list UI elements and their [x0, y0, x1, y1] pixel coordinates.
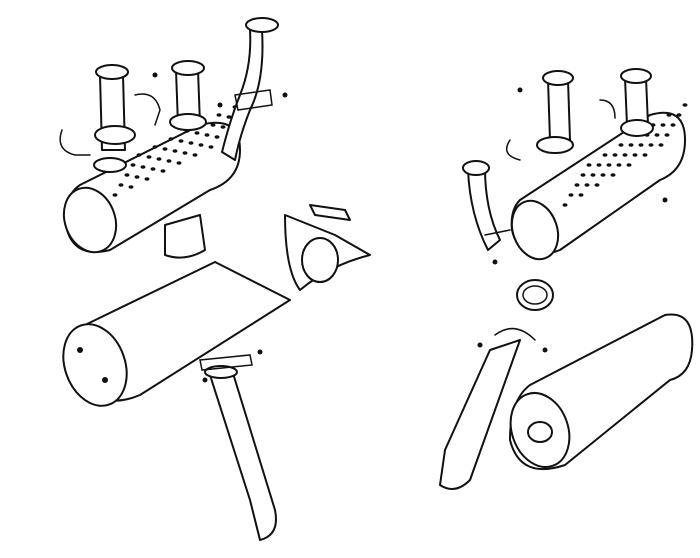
perforation-hole	[176, 161, 182, 165]
perforation-hole	[214, 135, 220, 139]
perforation-hole	[638, 143, 644, 147]
left-top-muffler	[62, 105, 241, 254]
left-connector-pipe	[164, 214, 206, 259]
perforation-hole	[616, 163, 622, 167]
right-outlet-tailpipe	[439, 327, 548, 490]
perforation-hole	[134, 175, 140, 179]
right-assembly	[439, 68, 694, 490]
perforation-hole	[618, 143, 624, 147]
perforation-hole	[610, 173, 616, 177]
perforation-hole	[648, 143, 654, 147]
right-bottom-muffler	[509, 313, 694, 470]
perforation-hole	[578, 193, 584, 197]
perforation-hole	[594, 183, 600, 187]
perforation-hole	[670, 123, 676, 127]
perforation-hole	[568, 193, 574, 197]
left-outlet-tailpipe	[199, 349, 277, 541]
perforation-hole	[590, 173, 596, 177]
perforation-hole	[682, 103, 688, 107]
perforation-hole	[118, 183, 124, 187]
perforation-hole	[150, 167, 156, 171]
perforation-hole	[152, 145, 158, 149]
perforation-hole	[208, 145, 214, 149]
perforation-hole	[146, 155, 152, 159]
perforation-hole	[172, 149, 178, 153]
perforation-hole	[606, 163, 612, 167]
perforation-hole	[156, 157, 162, 161]
perforation-hole	[216, 113, 222, 117]
perforation-hole	[210, 123, 216, 127]
left-inlet-pipes	[93, 17, 279, 173]
perforation-hole	[178, 139, 184, 143]
perforation-hole	[642, 153, 648, 157]
left-clamps	[59, 72, 288, 156]
perforation-hole	[130, 163, 136, 167]
perforation-hole	[112, 193, 118, 197]
perforation-hole	[220, 125, 226, 129]
perforation-hole	[628, 143, 634, 147]
left-assembly	[59, 17, 371, 541]
perforation-hole	[626, 163, 632, 167]
perforation-hole	[586, 163, 592, 167]
perforation-hole	[676, 113, 682, 117]
perforation-hole	[584, 183, 590, 187]
perforation-hole	[632, 153, 638, 157]
perforation-hole	[188, 141, 194, 145]
left-bottom-muffler	[62, 261, 291, 407]
perforation-hole	[168, 137, 174, 141]
perforation-hole	[580, 173, 586, 177]
right-clamps	[484, 87, 668, 265]
perforation-hole	[574, 183, 580, 187]
perforation-hole	[140, 165, 146, 169]
perforation-hole	[612, 153, 618, 157]
right-gasket-ring	[516, 279, 554, 311]
perforation-hole	[562, 203, 568, 207]
perforation-hole	[204, 133, 210, 137]
perforation-hole	[602, 153, 608, 157]
perforation-hole	[192, 153, 198, 157]
right-top-muffler	[510, 103, 688, 261]
perforation-hole	[166, 159, 172, 163]
perforation-hole	[664, 133, 670, 137]
right-inlet-pipes	[462, 68, 654, 251]
perforation-hole	[124, 173, 130, 177]
perforation-hole	[128, 185, 134, 189]
perforation-hole	[162, 147, 168, 151]
perforation-hole	[654, 133, 660, 137]
perforation-hole	[194, 131, 200, 135]
perforation-hole	[596, 163, 602, 167]
perforation-hole	[622, 153, 628, 157]
perforation-hole	[160, 169, 166, 173]
perforation-hole	[600, 173, 606, 177]
left-mounting-bracket	[284, 204, 371, 291]
perforation-hole	[666, 113, 672, 117]
perforation-hole	[144, 177, 150, 181]
perforation-hole	[136, 153, 142, 157]
perforation-hole	[198, 143, 204, 147]
perforation-hole	[226, 115, 232, 119]
perforation-hole	[182, 151, 188, 155]
perforation-hole	[658, 143, 664, 147]
perforation-hole	[660, 123, 666, 127]
